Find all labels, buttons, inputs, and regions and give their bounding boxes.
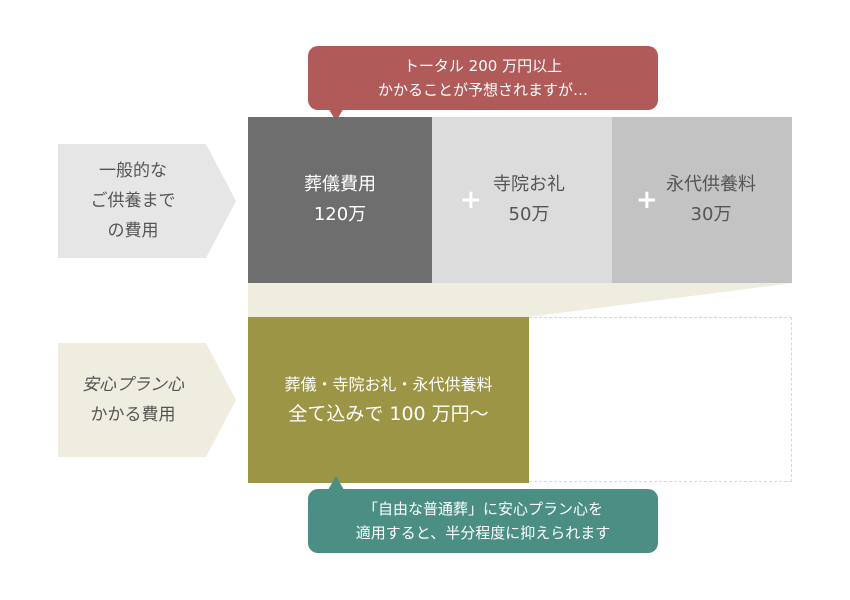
plan-cost-label: 安心プラン心 かかる費用 bbox=[58, 343, 238, 457]
plus-icon: + bbox=[636, 185, 658, 215]
total-cost-bubble-line1: トータル 200 万円以上 bbox=[403, 57, 563, 75]
general-cost-label-arrow-shape bbox=[58, 144, 236, 258]
temple-cost-name: 寺院お礼 bbox=[493, 174, 565, 195]
plan-cost-total: 全て込みで 100 万円～ bbox=[288, 403, 489, 425]
plan-cost-label-line2: かかる費用 bbox=[90, 405, 176, 425]
general-cost-label: 一般的な ご供養まで の費用 bbox=[58, 144, 238, 258]
plus-icon: + bbox=[460, 185, 482, 215]
funeral-cost-box: 葬儀費用 120万 bbox=[248, 117, 432, 283]
comparison-connector bbox=[248, 283, 793, 317]
eternal-cost-name: 永代供養料 bbox=[666, 174, 756, 195]
plan-bubble-tail bbox=[328, 476, 344, 490]
funeral-cost-amount: 120万 bbox=[313, 204, 367, 225]
total-cost-bubble-tail bbox=[328, 108, 344, 121]
total-cost-bubble: トータル 200 万円以上 かかることが予想されますが… bbox=[308, 46, 658, 110]
general-cost-label-line1: 一般的な bbox=[99, 161, 167, 181]
eternal-cost-amount: 30万 bbox=[690, 204, 732, 225]
plan-cost-box: 葬儀・寺院お礼・永代供養料 全て込みで 100 万円～ bbox=[248, 317, 529, 483]
plan-benefit-bubble-line1: 「自由な普通葬」に安心プラン心を bbox=[362, 500, 603, 518]
plan-name: 安心プラン心 bbox=[82, 375, 184, 395]
temple-cost-amount: 50万 bbox=[508, 204, 550, 225]
funeral-cost-name: 葬儀費用 bbox=[304, 174, 376, 195]
plan-cost-label-arrow-shape bbox=[58, 343, 236, 457]
general-cost-label-line3: の費用 bbox=[107, 221, 159, 241]
plan-benefit-bubble: 「自由な普通葬」に安心プラン心を 適用すると、半分程度に抑えられます bbox=[308, 489, 658, 553]
total-cost-bubble-line2: かかることが予想されますが… bbox=[377, 81, 588, 99]
plan-cost-items: 葬儀・寺院お礼・永代供養料 bbox=[284, 375, 493, 394]
plan-benefit-bubble-line2: 適用すると、半分程度に抑えられます bbox=[355, 524, 611, 542]
eternal-cost-box: 永代供養料 30万 bbox=[612, 117, 792, 283]
general-cost-label-line2: ご供養まで bbox=[90, 191, 176, 211]
temple-cost-box: 寺院お礼 50万 bbox=[432, 117, 612, 283]
savings-area bbox=[529, 317, 792, 482]
